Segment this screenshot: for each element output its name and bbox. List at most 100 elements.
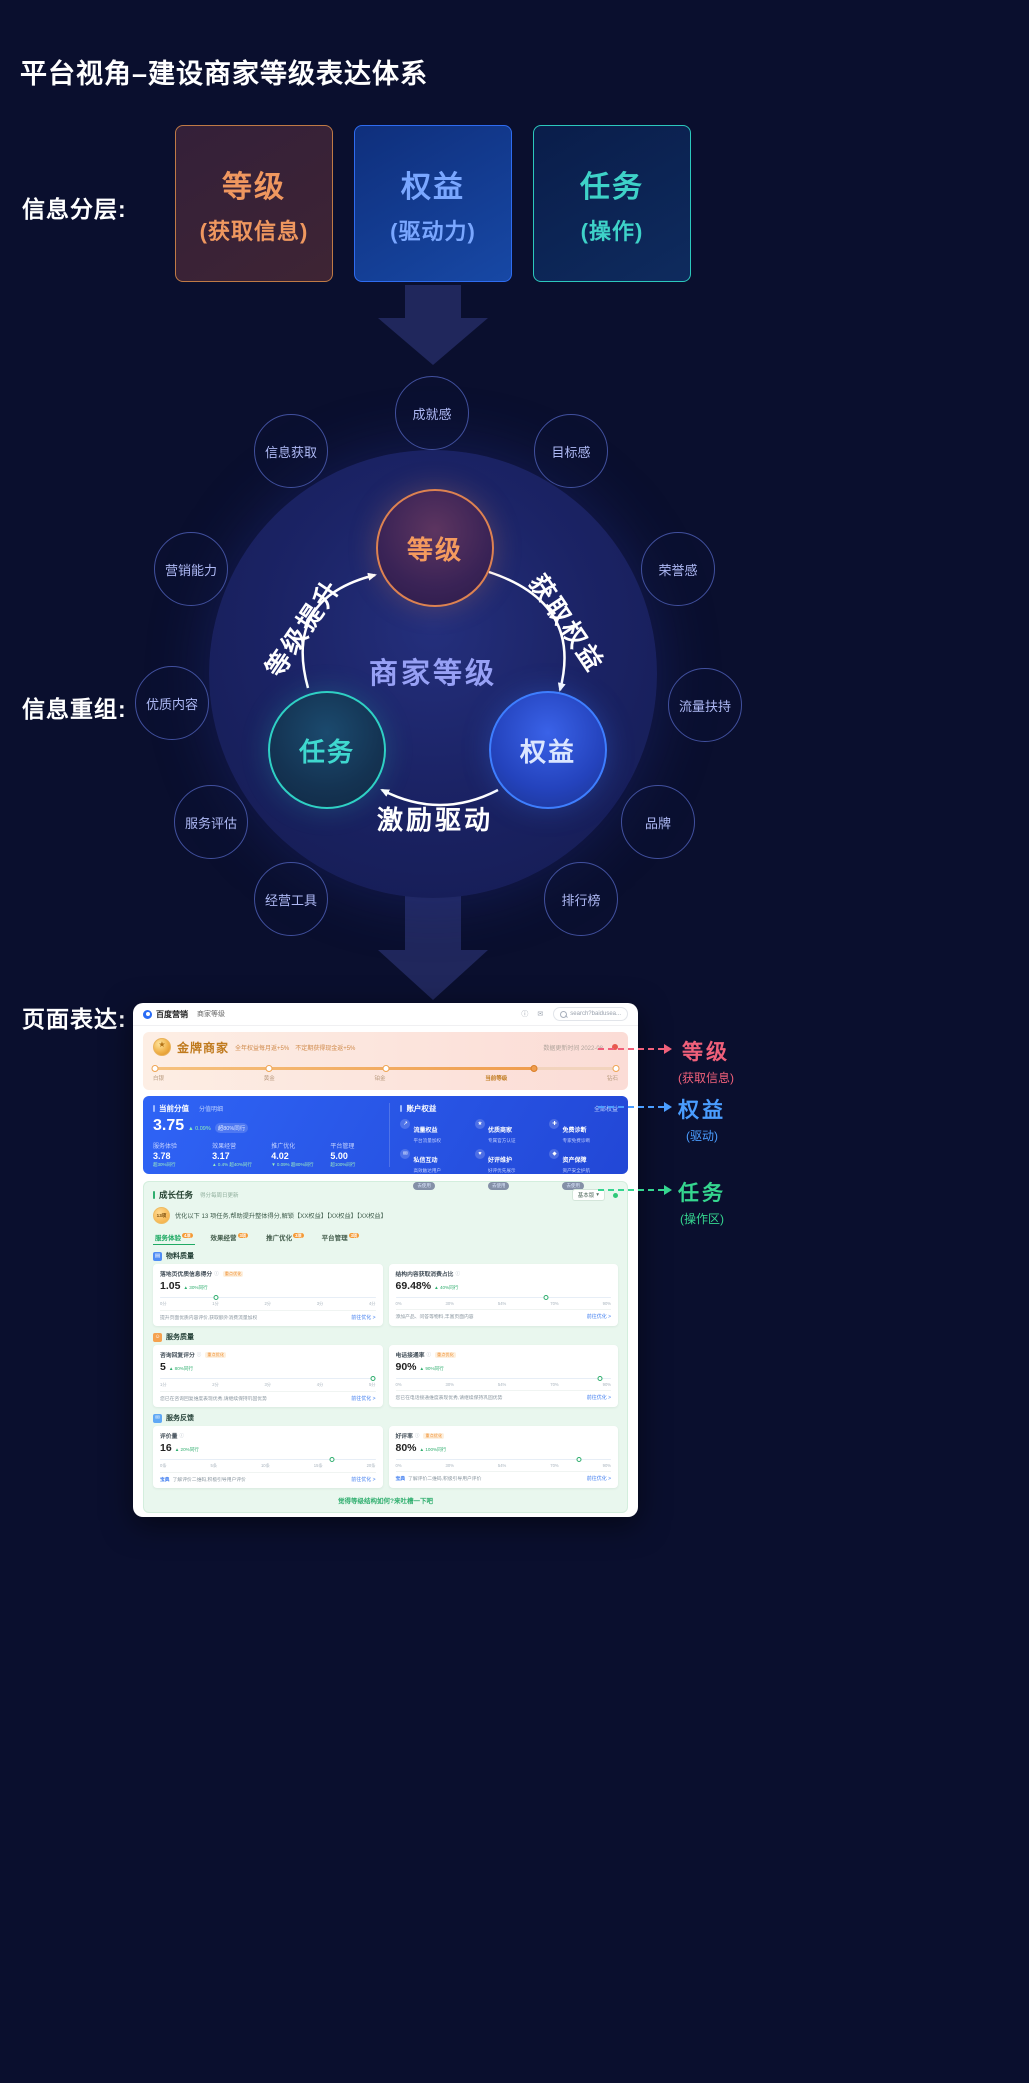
arrow-right-icon bbox=[664, 1044, 672, 1054]
circle-center-title: 商家等级 bbox=[368, 658, 497, 690]
level-step-dot-current bbox=[530, 1065, 538, 1072]
arrow-label-incentive: 激励驱动 bbox=[377, 805, 494, 835]
section-label-expression: 页面表达: bbox=[22, 1006, 127, 1032]
optimize-link[interactable]: 前往优化 > bbox=[586, 1395, 611, 1401]
level-step-dot bbox=[265, 1065, 273, 1072]
level-step-dot bbox=[382, 1065, 389, 1072]
message-icon[interactable]: ✉ bbox=[537, 1011, 544, 1018]
level-step-dot bbox=[151, 1065, 159, 1072]
account-rights: 账户权益 全部权益 ↗ 流量权益 平台流量加权 ★ 优质商家 专属官方认证 ✚ bbox=[400, 1103, 618, 1190]
task-card: 好评率 ⓘ 重点优化 80% ▲ 100%同行 0%30%54%70%90% 宝… bbox=[388, 1426, 618, 1488]
level-step-label: 铂金 bbox=[374, 1076, 386, 1082]
optimize-link[interactable]: 前往优化 > bbox=[586, 1314, 611, 1320]
metric-slider bbox=[395, 1375, 611, 1381]
task-card: 电话接通率 ⓘ 重点优化 90% ▲ 90%同行 0%30%54%70%90% bbox=[388, 1345, 618, 1407]
metric-slider bbox=[160, 1294, 376, 1300]
layer-card-subtitle: (获取信息) bbox=[199, 218, 309, 244]
level-note: 不定期获得现金返+5% bbox=[295, 1045, 356, 1052]
score-detail-link[interactable]: 分值明细 bbox=[199, 1107, 224, 1113]
brand-name: 百度营销 bbox=[156, 1009, 188, 1019]
task-card: 结构内容获取消费占比 ⓘ 69.48% ▲ 40%同行 0%30%54%70%9… bbox=[388, 1264, 618, 1326]
perk-item: ✚ 免费诊断 专家免费诊断 bbox=[549, 1119, 618, 1144]
merchant-page-mock: 百度营销 商家等级 ⓘ ✉ search?baidusea... 金牌商家 全年… bbox=[133, 1003, 638, 1517]
optimize-link[interactable]: 前往优化 > bbox=[586, 1476, 611, 1482]
all-rights-link[interactable]: 全部权益 bbox=[593, 1107, 618, 1113]
layer-card-subtitle: (操作) bbox=[580, 218, 644, 244]
info-icon: ⓘ bbox=[214, 1270, 219, 1276]
task-group-material: ▤ 物料质量 落地页优质信息得分 ⓘ 重点优化 1.05 ▲ 30%同行 bbox=[153, 1251, 618, 1326]
feedback-link[interactable]: 觉得等级结构如何?来吐槽一下吧 bbox=[338, 1498, 433, 1505]
section-label-reorg: 信息重组: bbox=[22, 696, 127, 722]
star-icon: ★ bbox=[474, 1119, 485, 1129]
layer-card-title: 任务 bbox=[580, 170, 644, 204]
page-title: 平台视角–建设商家等级表达体系 bbox=[20, 59, 429, 90]
satellite-ranking: 排行榜 bbox=[544, 862, 618, 936]
annotation-level: 等级 (获取信息) bbox=[598, 1036, 734, 1086]
score-delta-up: ▲ 0.09% bbox=[188, 1126, 211, 1132]
mock-header: 百度营销 商家等级 ⓘ ✉ search?baidusea... bbox=[133, 1003, 638, 1026]
smiley-icon: ☺ bbox=[153, 1332, 162, 1342]
traffic-icon: ↗ bbox=[400, 1119, 411, 1129]
layer-card-level: 等级 (获取信息) bbox=[175, 125, 333, 282]
task-count-badge: 13项 bbox=[153, 1207, 170, 1224]
growth-tasks-panel: 成长任务 得分每周日更新 基本版 ▾ 13项 优化以下 13 项任务,帮助提升整… bbox=[143, 1181, 628, 1513]
tasks-title: 成长任务 bbox=[159, 1190, 194, 1200]
baidu-logo-icon bbox=[143, 1009, 152, 1019]
tasks-description: 优化以下 13 项任务,帮助提升整体得分,解锁【XX权益】【XX权益】【XX权益… bbox=[175, 1213, 387, 1220]
satellite-traffic-support: 流量扶持 bbox=[668, 668, 742, 742]
info-icon: ⓘ bbox=[426, 1351, 432, 1357]
level-banner: 金牌商家 全年权益每月返+5% 不定期获得现金返+5% 数据更新时间 2022-… bbox=[143, 1032, 628, 1090]
dashed-line bbox=[598, 1048, 664, 1050]
section-bar bbox=[153, 1191, 155, 1199]
handbook-link[interactable]: 宝典 bbox=[395, 1477, 406, 1482]
info-icon: ⓘ bbox=[414, 1432, 420, 1438]
satellite-service-eval: 服务评估 bbox=[174, 785, 248, 859]
satellite-achievement: 成就感 bbox=[395, 376, 469, 450]
search-input[interactable]: search?baidusea... bbox=[553, 1007, 628, 1021]
perk-item: ↗ 流量权益 平台流量加权 bbox=[400, 1119, 469, 1144]
layer-card-title: 权益 bbox=[401, 170, 465, 204]
satellite-biz-tools: 经营工具 bbox=[254, 862, 328, 936]
optimize-link[interactable]: 前往优化 > bbox=[351, 1396, 376, 1402]
dashed-line bbox=[598, 1189, 664, 1191]
heart-icon: ♥ bbox=[474, 1149, 485, 1159]
level-step-label: 钻石 bbox=[606, 1076, 618, 1082]
metric-slider bbox=[395, 1456, 611, 1462]
tasks-filter-dropdown[interactable]: 基本版 ▾ bbox=[571, 1189, 605, 1201]
score-panel: 当前分值 分值明细 3.75 ▲ 0.09% 超80%同行 服务体验 3.78 … bbox=[143, 1096, 628, 1190]
down-arrow-icon bbox=[378, 285, 488, 365]
level-step-label: 白银 bbox=[153, 1076, 165, 1082]
score-metric: 效果经营 3.17 ▲ 0.4% 超40%同行 bbox=[212, 1144, 252, 1167]
metric-slider bbox=[395, 1294, 611, 1300]
info-icon: ⓘ bbox=[179, 1432, 184, 1438]
satellite-brand: 品牌 bbox=[621, 785, 695, 859]
node-task: 任务 bbox=[268, 691, 386, 809]
satellite-info-acquire: 信息获取 bbox=[254, 414, 328, 488]
search-text: search?baidusea... bbox=[570, 1011, 621, 1017]
score-metric: 平台管理 5.00 超100%同行 bbox=[330, 1144, 356, 1167]
handbook-link[interactable]: 宝典 bbox=[160, 1478, 170, 1483]
level-progress: 白银 黄金 铂金 当前等级 钻石 bbox=[151, 1064, 620, 1082]
optimize-link[interactable]: 前往优化 > bbox=[351, 1477, 376, 1483]
help-icon[interactable]: ⓘ bbox=[521, 1011, 529, 1018]
level-badge: 金牌商家 bbox=[177, 1040, 230, 1055]
page-name: 商家等级 bbox=[197, 1011, 225, 1018]
perk-item: ♥ 好评维护 好评优先展示 去使用 bbox=[474, 1149, 544, 1192]
section-bar bbox=[400, 1105, 403, 1112]
annotation-rights: 权益 (驱动) bbox=[598, 1094, 726, 1144]
score-title: 当前分值 bbox=[159, 1104, 189, 1113]
perk-item: ✉ 私信互动 高效触达用户 去使用 bbox=[400, 1149, 469, 1192]
chevron-down-icon: ▾ bbox=[596, 1192, 599, 1198]
info-icon: ⓘ bbox=[455, 1270, 460, 1276]
level-step-label: 黄金 bbox=[263, 1076, 275, 1082]
metric-slider bbox=[160, 1375, 376, 1381]
optimize-link[interactable]: 前往优化 > bbox=[351, 1315, 376, 1321]
